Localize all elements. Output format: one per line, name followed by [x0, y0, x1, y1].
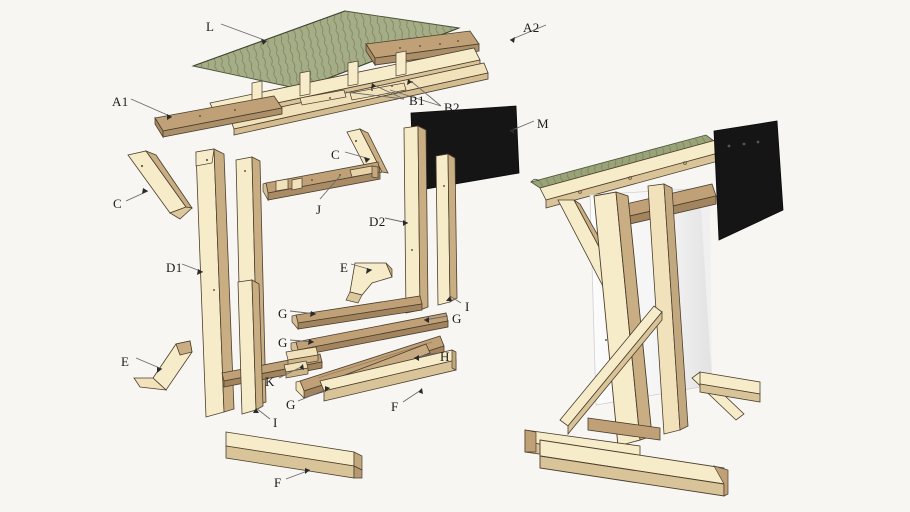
leader-arrowheads — [142, 37, 515, 474]
part-label-b1: B1 — [409, 93, 425, 108]
part-label-f-front: F — [274, 475, 282, 490]
part-label-j: J — [316, 202, 322, 217]
part-angle-brace-c-left — [127, 150, 193, 220]
part-label-g-4: G — [286, 397, 296, 412]
part-label-i-left: I — [273, 415, 278, 430]
part-label-b2: B2 — [444, 100, 460, 115]
assembled-view-group — [524, 120, 784, 497]
part-label-a1: A1 — [112, 94, 129, 109]
part-gusset-e-left — [133, 340, 193, 391]
part-label-d1: D1 — [166, 260, 183, 275]
part-label-g-3: G — [278, 335, 288, 350]
part-label-l: L — [206, 19, 215, 34]
part-upright-i-right — [435, 153, 458, 306]
part-post-d1 — [195, 148, 235, 418]
part-rafter-beam-a1 — [154, 95, 283, 139]
part-label-a2: A2 — [523, 20, 540, 35]
part-foot-f-front — [225, 431, 363, 479]
part-label-i-right: I — [465, 299, 470, 314]
part-label-e-right: E — [340, 260, 349, 275]
part-stringer-g-2 — [290, 312, 449, 357]
part-label-e-left: E — [121, 354, 130, 369]
part-purlin-stack-b — [209, 47, 489, 136]
part-gusset-e-right — [345, 262, 393, 304]
part-stringer-g-1 — [291, 295, 423, 330]
part-cross-rail-j — [262, 161, 381, 202]
part-label-h: H — [440, 349, 450, 364]
part-upright-i-left — [237, 279, 264, 415]
exploded-view-group — [127, 10, 520, 479]
part-label-c-left: C — [113, 196, 122, 211]
part-label-d2: D2 — [369, 214, 386, 229]
part-label-c-right: C — [331, 147, 340, 162]
part-black-panel-m — [410, 105, 520, 192]
part-label-g-2: G — [452, 311, 462, 326]
part-spacer-block-k — [283, 346, 319, 379]
part-label-g-1: G — [278, 306, 288, 321]
part-label-m: M — [537, 116, 549, 131]
part-post-d2 — [403, 125, 429, 314]
part-label-k: K — [265, 374, 275, 389]
part-foot-f-rear — [319, 349, 457, 402]
part-label-f-rear: F — [391, 399, 399, 414]
